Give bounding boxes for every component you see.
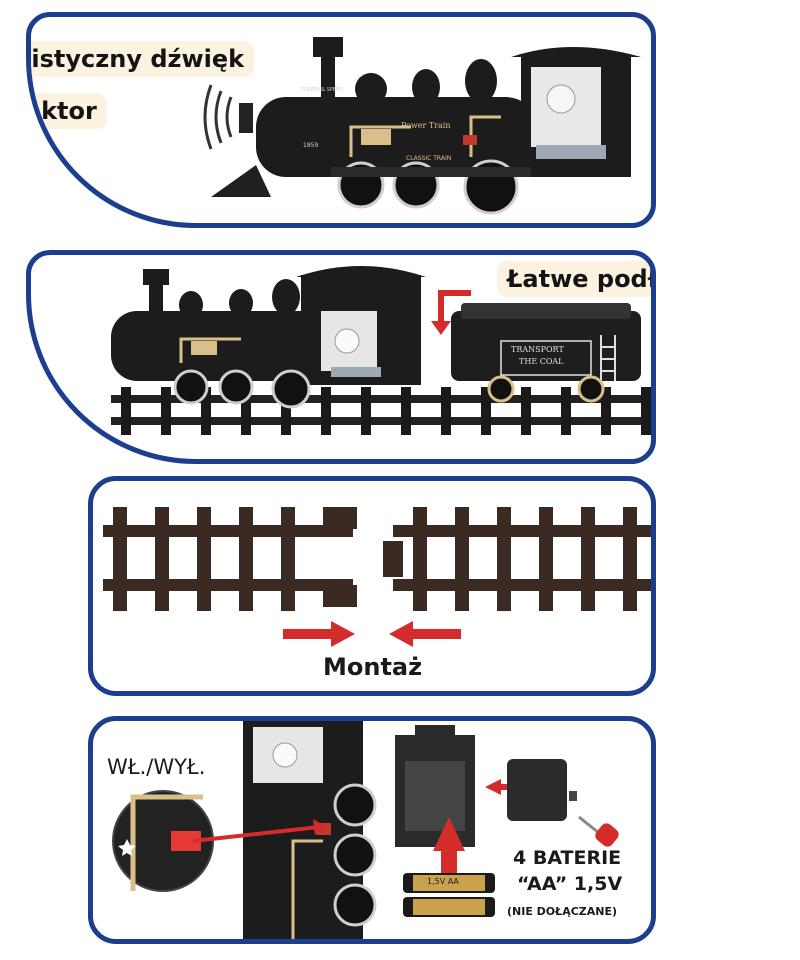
battery-count-label: 4 BATERIE [513, 847, 622, 869]
connect-arrow-icon [438, 290, 471, 325]
panel-sound-light: alistyczny dźwięk flektor Power Train CL… [26, 12, 656, 228]
light-feature-label: flektor [31, 93, 107, 129]
panel-assembly: Montaż [88, 476, 656, 696]
assembly-arrows-icon [283, 621, 461, 647]
tender-plate-line2: THE COAL [519, 357, 564, 366]
track-pieces-icon [103, 507, 651, 647]
locomotive-badge-text: CLASSIC TRAIN [406, 155, 452, 162]
panel-battery: WŁ./WYŁ. 1,5V AA 4 BATERIE “AA” 1,5V (NI… [88, 716, 656, 944]
assembly-label: Montaż [323, 653, 423, 681]
locomotive-number: 1859 [303, 142, 319, 149]
locomotive-side-icon [203, 37, 641, 215]
locomotive-side-text: Power Train [401, 121, 451, 130]
panel-easy-connect: Łatwe podłącznie TRANSPORT THE COAL [26, 250, 656, 464]
battery-not-included-label: (NIE DOŁĄCZANE) [507, 905, 618, 918]
sound-waves-icon [203, 84, 233, 150]
sound-feature-label: alistyczny dźwięk [31, 41, 255, 77]
battery-cell-label: 1,5V AA [427, 877, 459, 886]
tender-plate-line1: TRANSPORT [511, 345, 564, 354]
train-with-tender-icon [111, 266, 651, 435]
easy-connect-label: Łatwe podłącznie [497, 261, 651, 297]
switch-label: WŁ./WYŁ. [107, 755, 206, 779]
battery-diagram-icon [112, 721, 619, 939]
battery-type-label: “AA” 1,5V [517, 873, 623, 895]
locomotive-top-plate: POWER & SPEED [301, 87, 343, 93]
